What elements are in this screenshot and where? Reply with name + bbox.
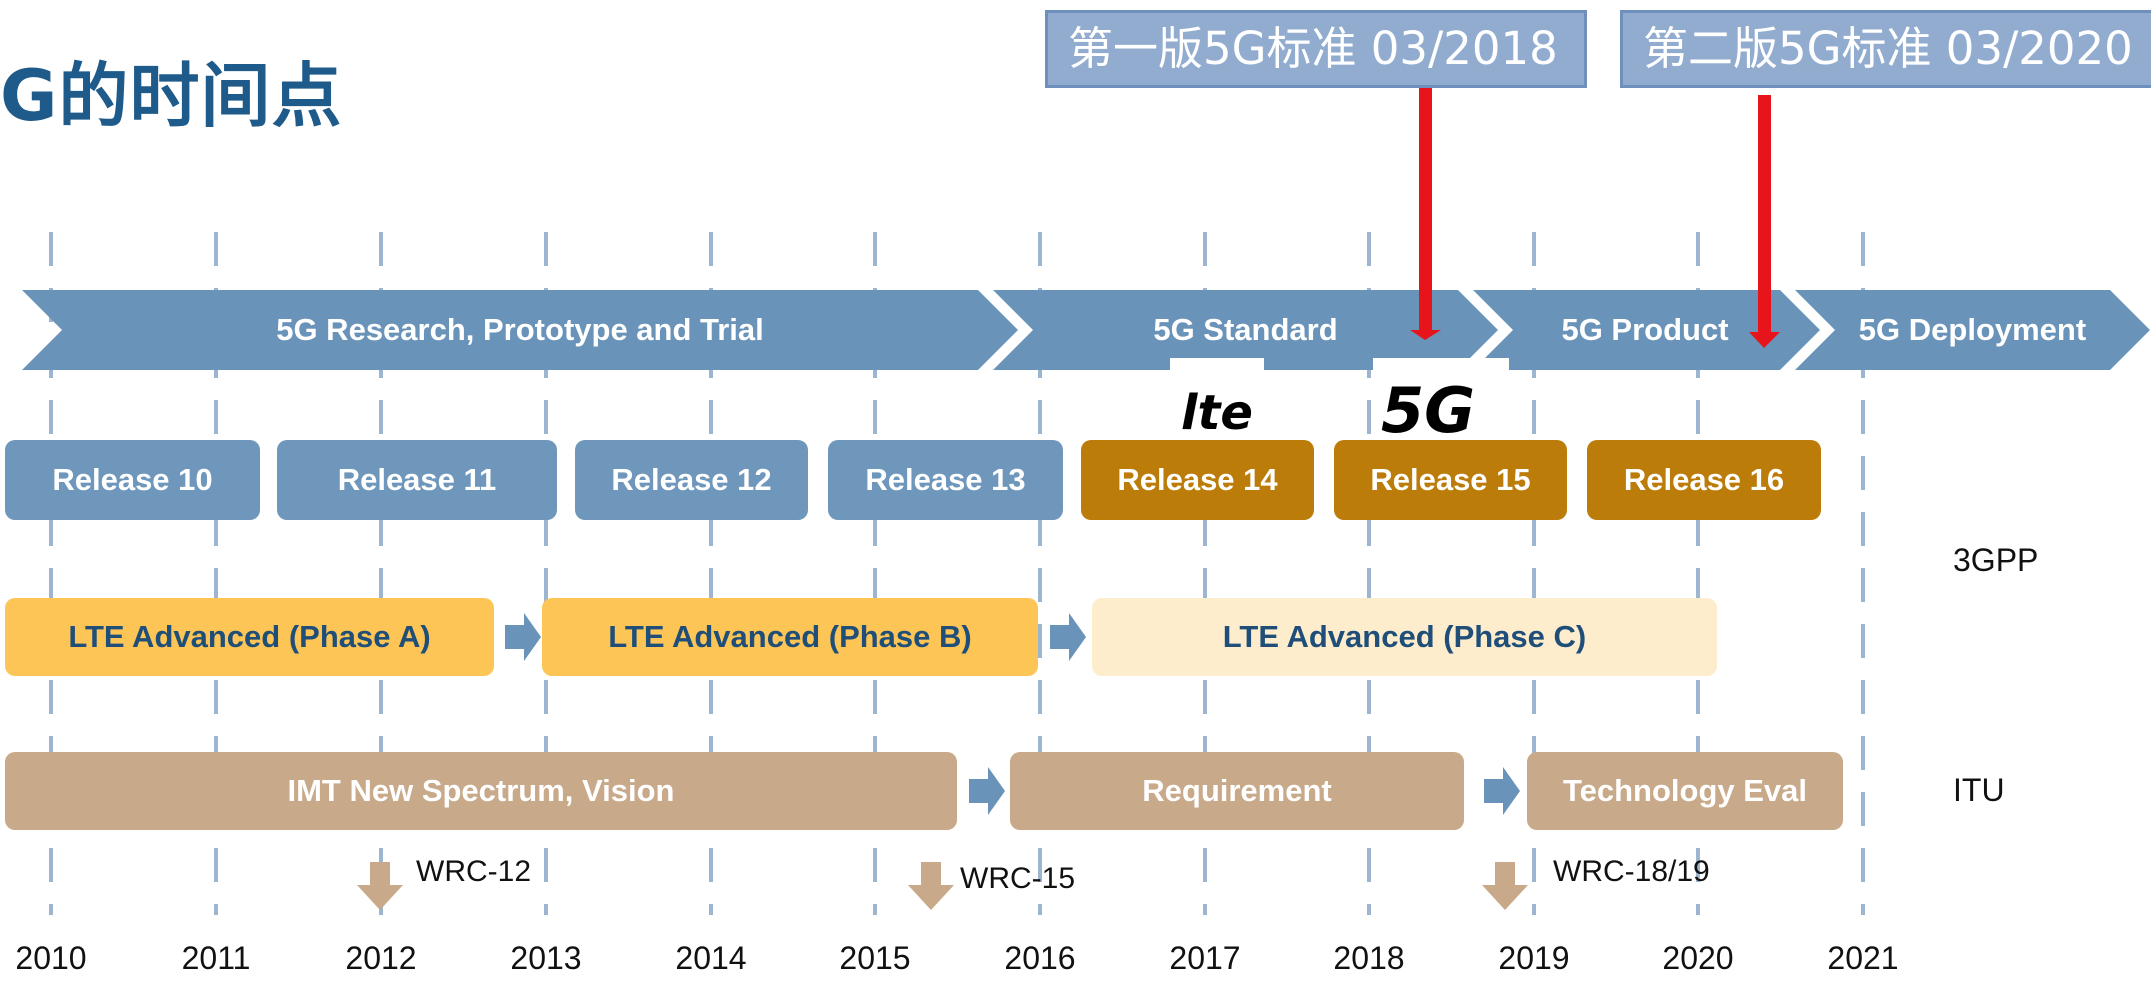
year-2018: 2018 — [1333, 940, 1405, 976]
year-2019: 2019 — [1498, 940, 1570, 976]
label-itu: ITU — [1953, 772, 2005, 808]
lte-advanced-phase-a: LTE Advanced (Phase A) — [5, 598, 494, 676]
label-3gpp: 3GPP — [1953, 542, 2039, 578]
band-deployment — [1795, 290, 2150, 370]
wrc-arrow-15 — [908, 862, 954, 910]
year-2010: 2010 — [15, 940, 87, 976]
callout-arrow-1-shaft — [1419, 85, 1432, 333]
lte-advanced-phase-b: LTE Advanced (Phase B) — [542, 598, 1038, 676]
release-13: Release 13 — [828, 440, 1063, 520]
lte-logo: lte — [1170, 358, 1264, 442]
callout-first-standard: 第一版5G标准 03/2018 — [1045, 10, 1587, 88]
itu-technology-eval: Technology Eval — [1527, 752, 1843, 830]
callout-arrow-2-shaft — [1758, 95, 1771, 335]
year-2021: 2021 — [1827, 940, 1899, 976]
release-15: Release 15 — [1334, 440, 1567, 520]
band-label-standard: 5G Standard — [1153, 312, 1338, 347]
arrow-itu-2 — [1484, 767, 1520, 815]
year-2020: 2020 — [1662, 940, 1734, 976]
connector-arrows — [505, 613, 1520, 815]
callout-second-standard: 第二版5G标准 03/2020 — [1620, 10, 2151, 88]
wrc-18-19-label: WRC-18/19 — [1553, 855, 1710, 888]
page-title: G的时间点 — [0, 55, 343, 137]
year-2016: 2016 — [1004, 940, 1076, 976]
release-16: Release 16 — [1587, 440, 1821, 520]
band-label-research: 5G Research, Prototype and Trial — [276, 312, 764, 347]
year-2014: 2014 — [675, 940, 747, 976]
band-research — [22, 290, 1018, 370]
band-product — [1473, 290, 1820, 370]
year-2017: 2017 — [1169, 940, 1241, 976]
release-11: Release 11 — [277, 440, 557, 520]
band-standard — [993, 290, 1498, 370]
lte-advanced-phase-c: LTE Advanced (Phase C) — [1092, 598, 1717, 676]
release-12: Release 12 — [575, 440, 808, 520]
arrow-a-b — [505, 613, 541, 661]
release-14: Release 14 — [1081, 440, 1314, 520]
itu-imt-spectrum-vision: IMT New Spectrum, Vision — [5, 752, 957, 830]
year-2015: 2015 — [839, 940, 911, 976]
wrc-arrow-18 — [1482, 862, 1528, 910]
callout-arrows — [1410, 85, 1780, 348]
phase-band — [22, 290, 2150, 370]
itu-requirement: Requirement — [1010, 752, 1464, 830]
release-10: Release 10 — [5, 440, 260, 520]
callout-arrow-2-head — [1749, 332, 1780, 348]
year-2012: 2012 — [345, 940, 417, 976]
band-label-deployment: 5G Deployment — [1858, 312, 2087, 347]
year-2013: 2013 — [510, 940, 582, 976]
arrow-itu-1 — [969, 767, 1005, 815]
callout-arrow-1-head — [1410, 330, 1441, 340]
wrc-arrow-12 — [357, 862, 403, 910]
band-label-product: 5G Product — [1561, 312, 1729, 347]
year-2011: 2011 — [181, 940, 251, 976]
arrow-b-c — [1050, 613, 1086, 661]
fiveg-logo: 5G — [1373, 358, 1509, 447]
wrc-arrows — [357, 862, 1528, 910]
wrc-15-label: WRC-15 — [960, 862, 1076, 895]
wrc-12-label: WRC-12 — [416, 855, 532, 888]
